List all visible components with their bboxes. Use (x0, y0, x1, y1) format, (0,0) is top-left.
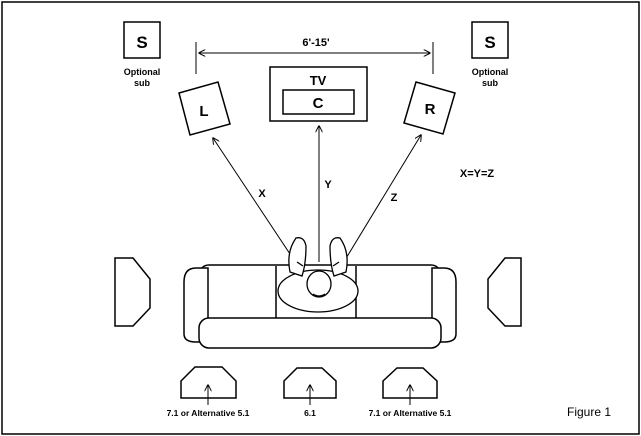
center-speaker-letter: C (313, 95, 324, 112)
right-subwoofer: S (471, 21, 509, 59)
right-front-speaker: R (403, 81, 456, 135)
right-speaker-letter: R (425, 101, 436, 118)
arrow-x (213, 138, 295, 261)
label-x: X (258, 188, 266, 200)
label-z: Z (391, 192, 398, 204)
left-sub-letter: S (136, 33, 147, 52)
left-sub-caption-line2: sub (134, 78, 151, 88)
left-front-speaker: L (178, 81, 231, 136)
distance-label: 6'-15' (302, 37, 330, 49)
figure-caption: Figure 1 (567, 405, 611, 419)
arrow-z (344, 135, 421, 261)
right-sub-caption-line1: Optional (472, 67, 509, 77)
left-speaker-letter: L (199, 103, 208, 120)
listener (277, 237, 359, 313)
tv-center-speaker: TV C (269, 66, 368, 122)
left-sub-caption-line1: Optional (124, 67, 161, 77)
rear-left-label: 7.1 or Alternative 5.1 (167, 408, 250, 418)
rear-right-label: 7.1 or Alternative 5.1 (369, 408, 452, 418)
rear-right-speaker (382, 367, 438, 399)
distance-dimension (195, 42, 434, 74)
left-subwoofer: S (123, 21, 161, 59)
rear-center-label: 6.1 (304, 408, 316, 418)
rear-center-speaker (283, 367, 337, 399)
right-side-surround-speaker (487, 257, 522, 327)
tv-label: TV (310, 73, 327, 88)
left-side-surround-speaker (114, 257, 151, 327)
equation-label: X=Y=Z (460, 168, 495, 180)
label-y: Y (324, 179, 332, 191)
rear-left-speaker (180, 366, 237, 399)
right-sub-letter: S (484, 33, 495, 52)
right-sub-caption-line2: sub (482, 78, 499, 88)
